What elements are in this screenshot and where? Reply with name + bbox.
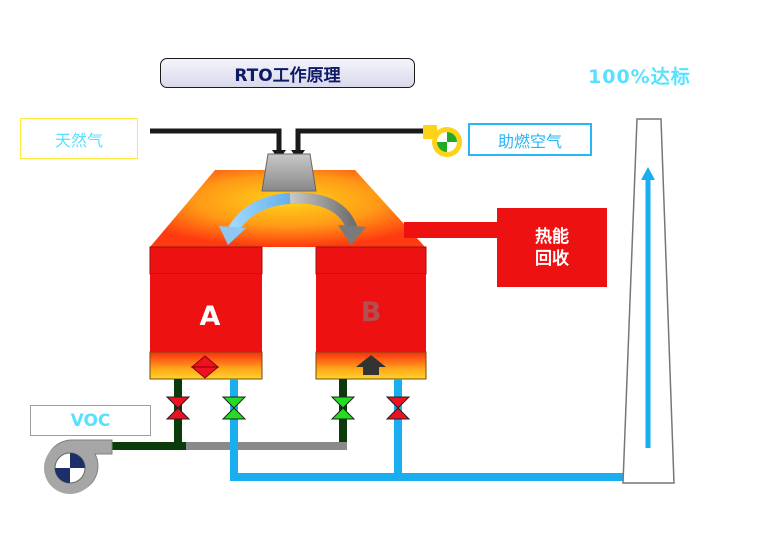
valve-a-inlet <box>165 396 191 420</box>
valve-b-inlet <box>330 396 356 420</box>
burner-icon <box>261 153 317 192</box>
pipes <box>100 379 632 481</box>
bed-a-flow-icon <box>190 355 220 379</box>
heat-recovery-duct <box>404 222 504 238</box>
status-label: 100%达标 <box>588 66 691 88</box>
air-fan-icon <box>423 125 462 157</box>
valve-a-outlet <box>221 396 247 420</box>
chimney-icon <box>622 118 675 484</box>
combustion-air-label: 助燃空气 <box>468 123 592 156</box>
page-title: RTO工作原理 <box>160 58 415 88</box>
gas-line <box>150 128 286 160</box>
bed-b-label: B <box>360 297 382 328</box>
heat-recovery-line2: 回收 <box>535 248 569 269</box>
voc-fan-icon <box>44 439 113 494</box>
bed-a-label: A <box>199 301 221 332</box>
air-line <box>291 128 425 160</box>
bed-b-flow-icon <box>356 355 386 375</box>
voc-label: VOC <box>30 405 151 436</box>
heat-recovery-box: 热能 回收 <box>497 208 607 287</box>
natural-gas-label: 天然气 <box>20 118 138 159</box>
bed-b <box>315 246 427 380</box>
valve-b-outlet <box>385 396 411 420</box>
flow-arrows <box>219 192 366 245</box>
heat-recovery-line1: 热能 <box>535 226 569 247</box>
